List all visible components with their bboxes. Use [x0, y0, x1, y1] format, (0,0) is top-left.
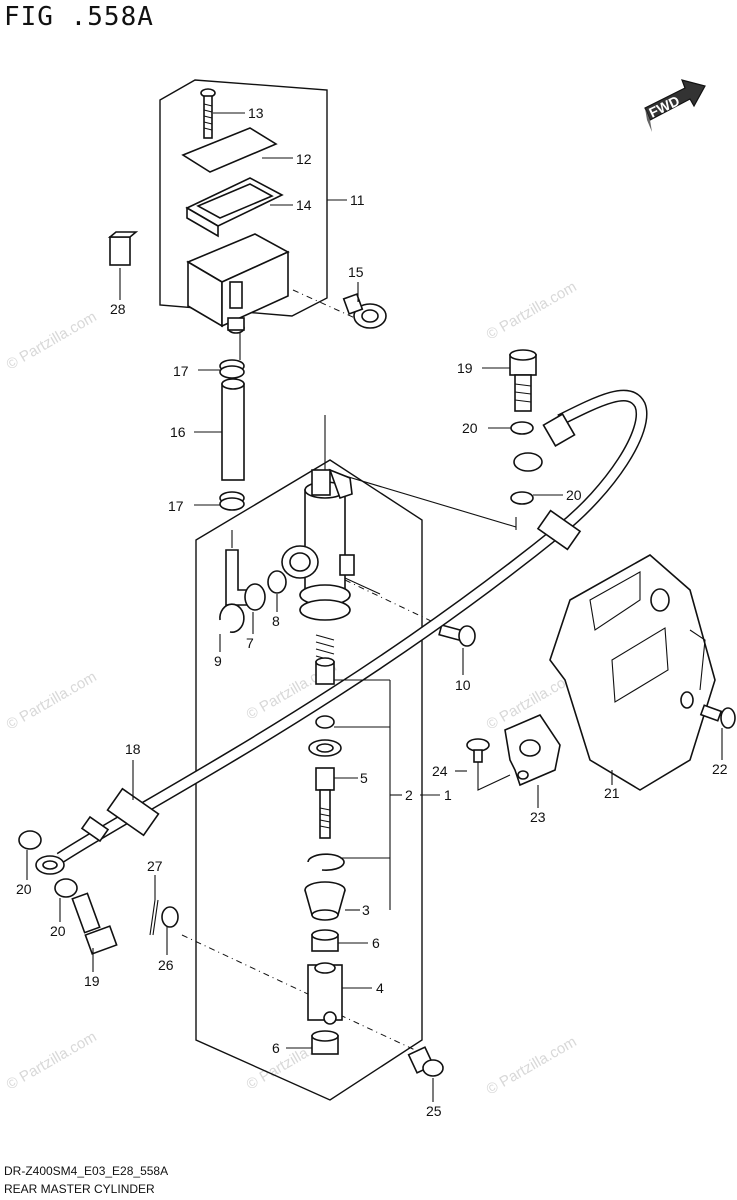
- piston-circlip: [307, 853, 345, 871]
- callout-28: 28: [110, 301, 126, 317]
- callout-17-lower: 17: [168, 498, 184, 514]
- union-bolt-upper: [509, 349, 537, 412]
- brake-hose: [35, 389, 648, 875]
- callout-13: 13: [248, 105, 264, 121]
- callout-17-upper: 17: [173, 363, 189, 379]
- callout-20-d: 20: [50, 923, 66, 939]
- callout-leaders: [26, 112, 723, 1102]
- union-o-ring: [267, 570, 287, 594]
- callout-6-upper: 6: [372, 935, 380, 951]
- callout-25: 25: [426, 1103, 442, 1119]
- callout-26: 26: [158, 957, 174, 973]
- master-cylinder-body: [281, 468, 355, 621]
- union-circlip: [219, 603, 245, 633]
- callout-9: 9: [214, 653, 222, 669]
- watermark-3: © Partzilla.com: [4, 668, 100, 733]
- watermark-8: © Partzilla.com: [484, 1033, 580, 1098]
- reservoir-cap-screw: [200, 88, 216, 139]
- callout-14: 14: [296, 197, 312, 213]
- hose-guide-bracket: [504, 714, 561, 787]
- crush-washer-3: [18, 830, 42, 850]
- adjuster-nut-lower: [311, 1030, 339, 1055]
- callout-5: 5: [360, 770, 368, 786]
- callout-6-lower: 6: [272, 1040, 280, 1056]
- clevis-washer: [161, 906, 179, 928]
- callout-23: 23: [530, 809, 546, 825]
- fwd-arrow-icon: FWD: [644, 79, 706, 132]
- assembly-name: REAR MASTER CYLINDER: [4, 1182, 155, 1196]
- callout-19-lower: 19: [84, 973, 100, 989]
- reservoir-hose: [221, 378, 245, 481]
- adjuster-nut-upper: [311, 929, 339, 952]
- callout-15: 15: [348, 264, 364, 280]
- fwd-label: FWD: [646, 92, 682, 120]
- callout-3: 3: [362, 902, 370, 918]
- callout-1: 1: [444, 787, 452, 803]
- master-cylinder-frame: [195, 459, 423, 1101]
- callout-24: 24: [432, 763, 448, 779]
- piston-boot: [304, 881, 346, 921]
- hose-union-fitting: [225, 549, 266, 611]
- union-bolt-lower: [71, 892, 118, 955]
- callout-27: 27: [147, 858, 163, 874]
- crush-washer-4: [54, 878, 78, 898]
- guard-bolt: [699, 704, 736, 729]
- pushrod-clevis: [307, 962, 343, 1025]
- master-cylinder-bolt: [438, 624, 476, 647]
- callout-20-b: 20: [566, 487, 582, 503]
- callout-19-upper: 19: [457, 360, 473, 376]
- catalog-code: DR-Z400SM4_E03_E28_558A: [4, 1164, 169, 1178]
- watermark-6: © Partzilla.com: [4, 1028, 100, 1093]
- reservoir-plate: [181, 127, 278, 173]
- hose-clamp-upper: [219, 359, 245, 379]
- callout-4: 4: [376, 980, 384, 996]
- callout-16: 16: [170, 424, 186, 440]
- callout-labels: 13 12 14 11 15 28 17 16 17 19 20 20 8 7 …: [16, 105, 728, 1119]
- callout-10: 10: [455, 677, 471, 693]
- reservoir-label-tag: [107, 231, 139, 266]
- reservoir-body: [186, 233, 290, 334]
- hose-clamp-lower: [219, 491, 245, 511]
- cotter-pin: [149, 899, 159, 936]
- callout-12: 12: [296, 151, 312, 167]
- clevis-pin: [407, 1046, 444, 1077]
- crush-washer-2: [510, 491, 534, 505]
- callout-20-a: 20: [462, 420, 478, 436]
- callout-7: 7: [246, 635, 254, 651]
- callout-2: 2: [405, 787, 413, 803]
- bracket-screw: [466, 738, 490, 763]
- callout-8: 8: [272, 613, 280, 629]
- reservoir-hose-elbow: [342, 293, 387, 329]
- master-cylinder-guard: [549, 554, 716, 791]
- callout-21: 21: [604, 785, 620, 801]
- watermark-2: © Partzilla.com: [484, 278, 580, 343]
- piston-assembly: [308, 634, 342, 839]
- reservoir-frame: [159, 79, 328, 317]
- watermark-1: © Partzilla.com: [4, 308, 100, 373]
- reservoir-diaphragm: [185, 177, 284, 238]
- callout-20-c: 20: [16, 881, 32, 897]
- crush-washer-1: [510, 421, 534, 435]
- callout-11: 11: [350, 192, 365, 208]
- callout-18: 18: [125, 741, 141, 757]
- callout-22: 22: [712, 761, 728, 777]
- figure-title: FIG .558A: [4, 2, 154, 32]
